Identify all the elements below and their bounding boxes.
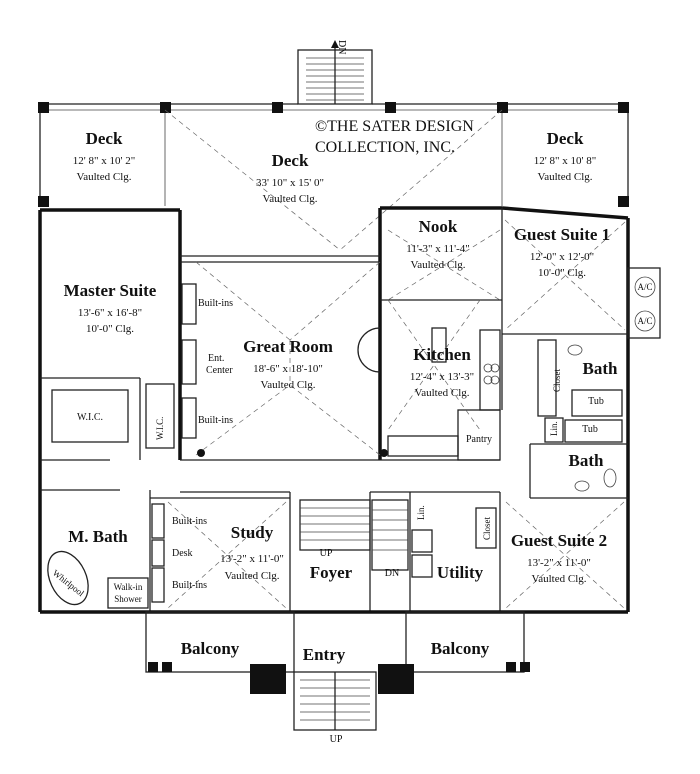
kitchen-name: Kitchen <box>413 345 471 364</box>
entry-name: Entry <box>303 645 346 664</box>
deck-left-ceiling: Vaulted Clg. <box>77 171 132 183</box>
guest-suite-2-ceiling: Vaulted Clg. <box>532 573 587 585</box>
top-stairs-dn-label: DN <box>336 40 347 54</box>
closet-gs2-label: Closet <box>482 516 492 540</box>
ac-label-2: A/C <box>637 316 652 326</box>
deck-right-dims: 12' 8" x 10' 8" <box>534 155 596 167</box>
closet-bath-label: Closet <box>552 368 562 392</box>
deck-right-ceiling: Vaulted Clg. <box>538 171 593 183</box>
nook-name: Nook <box>419 217 458 236</box>
nook-dims: 11'-3" x 11'-4" <box>406 243 469 255</box>
guest-suite-2-name: Guest Suite 2 <box>511 531 607 550</box>
wic-small: W.I.C. <box>155 417 165 440</box>
master-suite-ceiling: 10'-0" Clg. <box>86 323 134 335</box>
builtins-study-top: Built-ins <box>172 516 207 527</box>
guest-suite-1-ceiling: 10'-0" Clg. <box>538 267 586 279</box>
deck-left-dims: 12' 8" x 10' 2" <box>73 155 135 167</box>
m-bath-name: M. Bath <box>68 527 128 546</box>
wic-master: W.I.C. <box>77 412 103 423</box>
great-room-dims: 18'-6" x 18'-10" <box>253 363 323 375</box>
guest-suite-1-name: Guest Suite 1 <box>514 225 610 244</box>
deck-center-ceiling: Vaulted Clg. <box>263 193 318 205</box>
guest-suite-2-dims: 13'-2" x 11'-0" <box>527 557 591 569</box>
ent-center-2: Center <box>206 365 233 376</box>
foyer-up-label: UP <box>320 548 333 559</box>
lin-utility-label: Lin. <box>416 505 426 520</box>
balcony-left-name: Balcony <box>181 639 240 658</box>
ent-center-1: Ent. <box>208 353 224 364</box>
copyright-line-1: ©THE SATER DESIGN <box>315 118 474 135</box>
ac-label-1: A/C <box>637 282 652 292</box>
foyer-name: Foyer <box>310 563 353 582</box>
copyright-line-2: COLLECTION, INC. <box>315 139 455 156</box>
kitchen-dims: 12'-4" x 13'-3" <box>410 371 474 383</box>
utility-name: Utility <box>437 563 484 582</box>
tub-lower-label: Tub <box>582 424 598 435</box>
study-ceiling: Vaulted Clg. <box>225 570 280 582</box>
house-walls <box>38 206 661 731</box>
guest-suite-1-dims: 12'-0" x 12'-0" <box>530 251 594 263</box>
study-dims: 13'-2" x 11'-0" <box>220 553 284 565</box>
lin-bath-label: Lin. <box>549 421 559 436</box>
balcony-right-name: Balcony <box>431 639 490 658</box>
master-suite-name: Master Suite <box>64 281 157 300</box>
builtins-gr-bottom: Built-ins <box>198 415 233 426</box>
tub-upper-label: Tub <box>588 396 604 407</box>
bottom-stairs-up-label: UP <box>330 734 343 745</box>
walkin-label-2: Shower <box>114 594 142 604</box>
builtins-gr-top: Built-ins <box>198 298 233 309</box>
walkin-label-1: Walk-in <box>114 582 143 592</box>
study-name: Study <box>231 523 274 542</box>
bath-upper-name: Bath <box>583 359 619 378</box>
deck-center-name: Deck <box>272 151 309 170</box>
master-suite-dims: 13'-6" x 16'-8" <box>78 307 142 319</box>
great-room-name: Great Room <box>243 337 333 356</box>
bath-lower-name: Bath <box>569 451 605 470</box>
top-stairs <box>297 40 373 105</box>
builtins-study-bottom: Built-ins <box>172 580 207 591</box>
deck-right-name: Deck <box>547 129 584 148</box>
foyer-dn-label: DN <box>385 568 399 579</box>
pantry-label: Pantry <box>466 434 492 445</box>
deck-outline <box>38 102 629 251</box>
deck-left-name: Deck <box>86 129 123 148</box>
nook-ceiling: Vaulted Clg. <box>411 259 466 271</box>
desk-label: Desk <box>172 548 193 559</box>
great-room-ceiling: Vaulted Clg. <box>261 379 316 391</box>
deck-center-dims: 33' 10" x 15' 0" <box>256 177 324 189</box>
kitchen-ceiling: Vaulted Clg. <box>415 387 470 399</box>
